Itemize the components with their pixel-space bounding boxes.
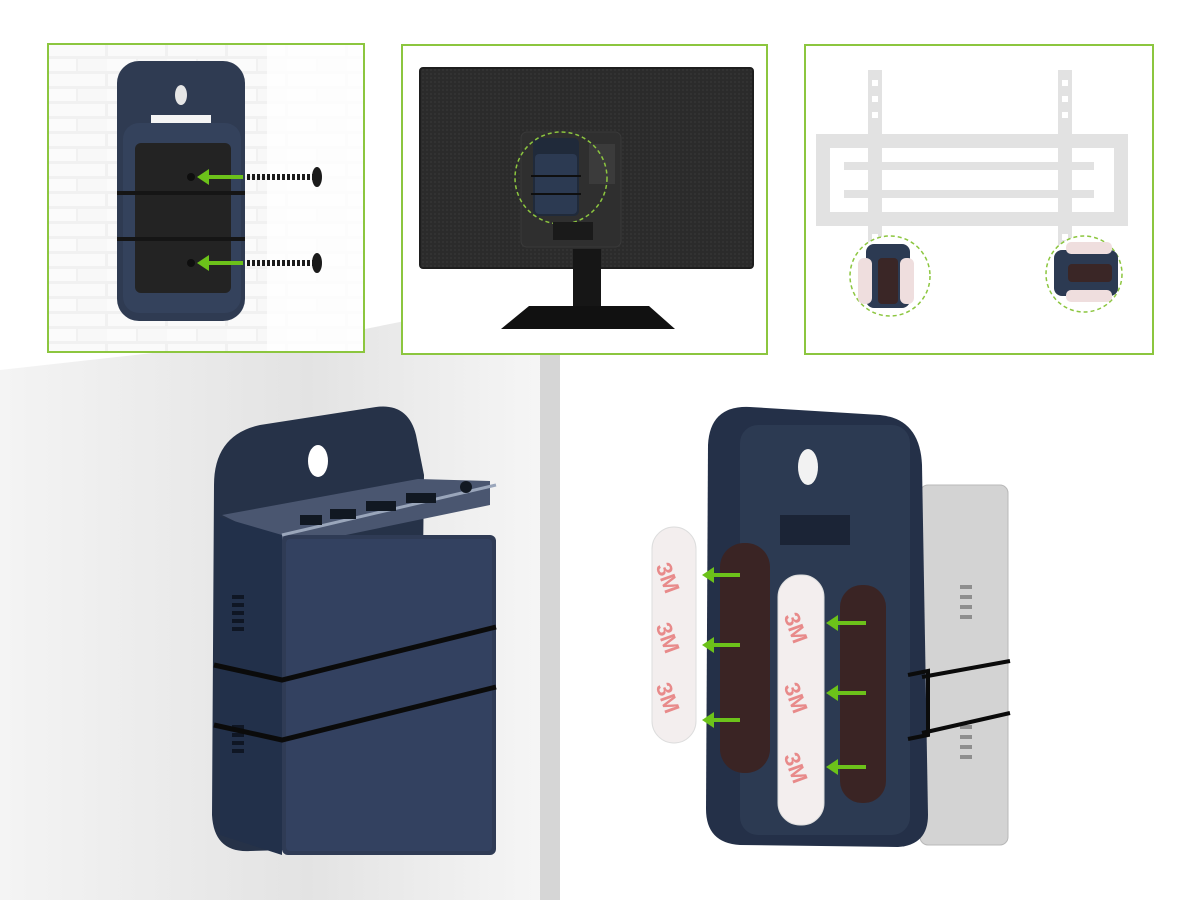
- monitor-stand-neck: [573, 249, 601, 314]
- elastic-strap: [907, 659, 1011, 741]
- arrow-icon: [826, 685, 866, 701]
- tv-bracket-panel: [804, 44, 1154, 355]
- arrow-icon: [197, 255, 243, 271]
- adhesive-tape-middle: [777, 574, 825, 826]
- arrow-icon: [702, 712, 740, 728]
- arrow-icon: [702, 567, 740, 583]
- adhesive-mount-view: 3M 3M 3M 3M 3M 3M: [630, 395, 1030, 865]
- arrow-icon: [197, 169, 243, 185]
- foam-pad-left: [720, 543, 770, 773]
- arrow-icon: [702, 637, 740, 653]
- tv-bracket: [816, 70, 1128, 250]
- screw-mount-panel: [47, 43, 365, 353]
- adhesive-mount-illustration: [651, 406, 1011, 847]
- mini-pc-mounted-view: [190, 395, 520, 865]
- monitor-stand-base: [501, 306, 675, 329]
- screw-top: [247, 167, 322, 187]
- tv-bracket-illustration: [804, 44, 1154, 355]
- elastic-strap-top: [213, 624, 497, 683]
- screw-bottom: [247, 253, 322, 273]
- monitor-mount-panel: [401, 44, 768, 355]
- monitor-mount-illustration: [401, 44, 768, 355]
- arrow-icon: [826, 759, 866, 775]
- elastic-strap-bottom: [213, 684, 497, 743]
- arrow-icon: [826, 615, 866, 631]
- mini-pc-illustration: [212, 406, 497, 855]
- screw-mount-illustration: [47, 43, 365, 353]
- adhesive-tape-left: [651, 526, 697, 744]
